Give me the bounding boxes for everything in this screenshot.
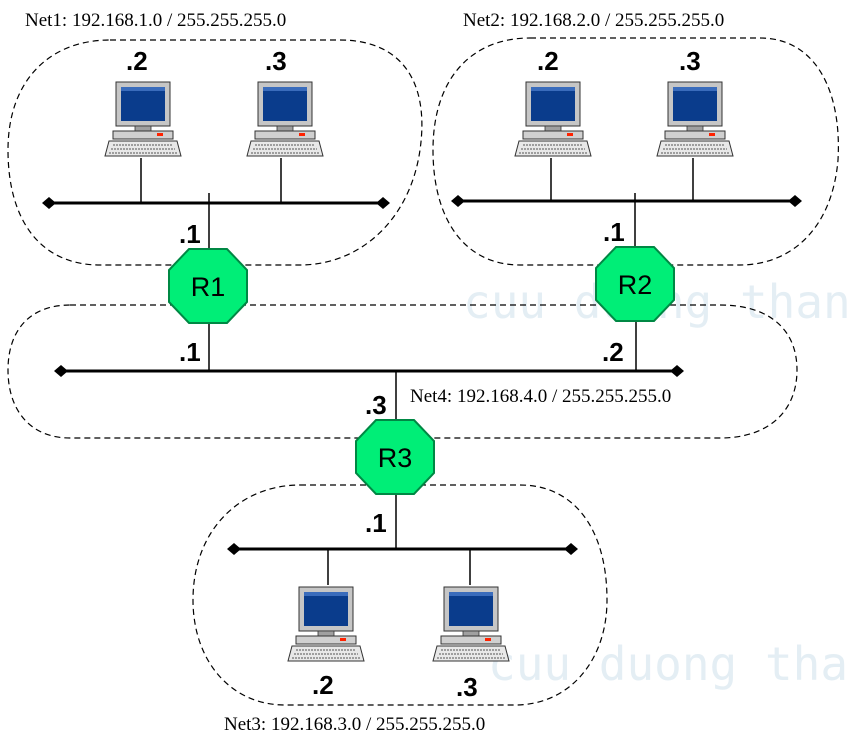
net2-label: Net2: 192.168.2.0 / 255.255.255.0: [463, 10, 724, 31]
net3-host2-computer-icon: [287, 586, 365, 662]
router-r3: R3: [355, 419, 435, 495]
net1-label: Net1: 192.168.1.0 / 255.255.255.0: [25, 10, 286, 31]
net3-host3-computer-icon: [432, 586, 510, 662]
net3-host3-label: .3: [456, 672, 478, 702]
r2-net2-interface-label: .1: [603, 217, 625, 247]
router-r1: R1: [168, 248, 248, 324]
r1-net1-interface-label: .1: [179, 219, 201, 249]
net1-host3-computer-icon: [246, 81, 324, 157]
router-r2: R2: [595, 246, 675, 322]
r1-net4-interface-label: .1: [179, 337, 201, 367]
net2-host2-label: .2: [537, 46, 559, 76]
net2-boundary: [432, 37, 839, 266]
net1-host3-label: .3: [265, 46, 287, 76]
r3-net4-interface-label: .3: [365, 390, 387, 420]
watermark-text-bottom: cuu duong than: [488, 637, 848, 691]
r2-label: R2: [618, 270, 653, 300]
net4-boundary: [7, 304, 798, 439]
net3-label: Net3: 192.168.3.0 / 255.255.255.0: [224, 714, 485, 735]
net2-host3-computer-icon: [656, 81, 734, 157]
net2-host3-label: .3: [679, 46, 701, 76]
r3-label: R3: [378, 443, 413, 473]
r2-net4-interface-label: .2: [602, 337, 624, 367]
net1-host2-label: .2: [126, 46, 148, 76]
r3-net3-interface-label: .1: [365, 508, 387, 538]
net4-label: Net4: 192.168.4.0 / 255.255.255.0: [410, 386, 671, 407]
net3-host2-label: .2: [312, 670, 334, 700]
net2-host2-computer-icon: [514, 81, 592, 157]
net1-boundary: [7, 39, 423, 266]
net1-host2-computer-icon: [104, 81, 182, 157]
r1-label: R1: [191, 272, 226, 302]
